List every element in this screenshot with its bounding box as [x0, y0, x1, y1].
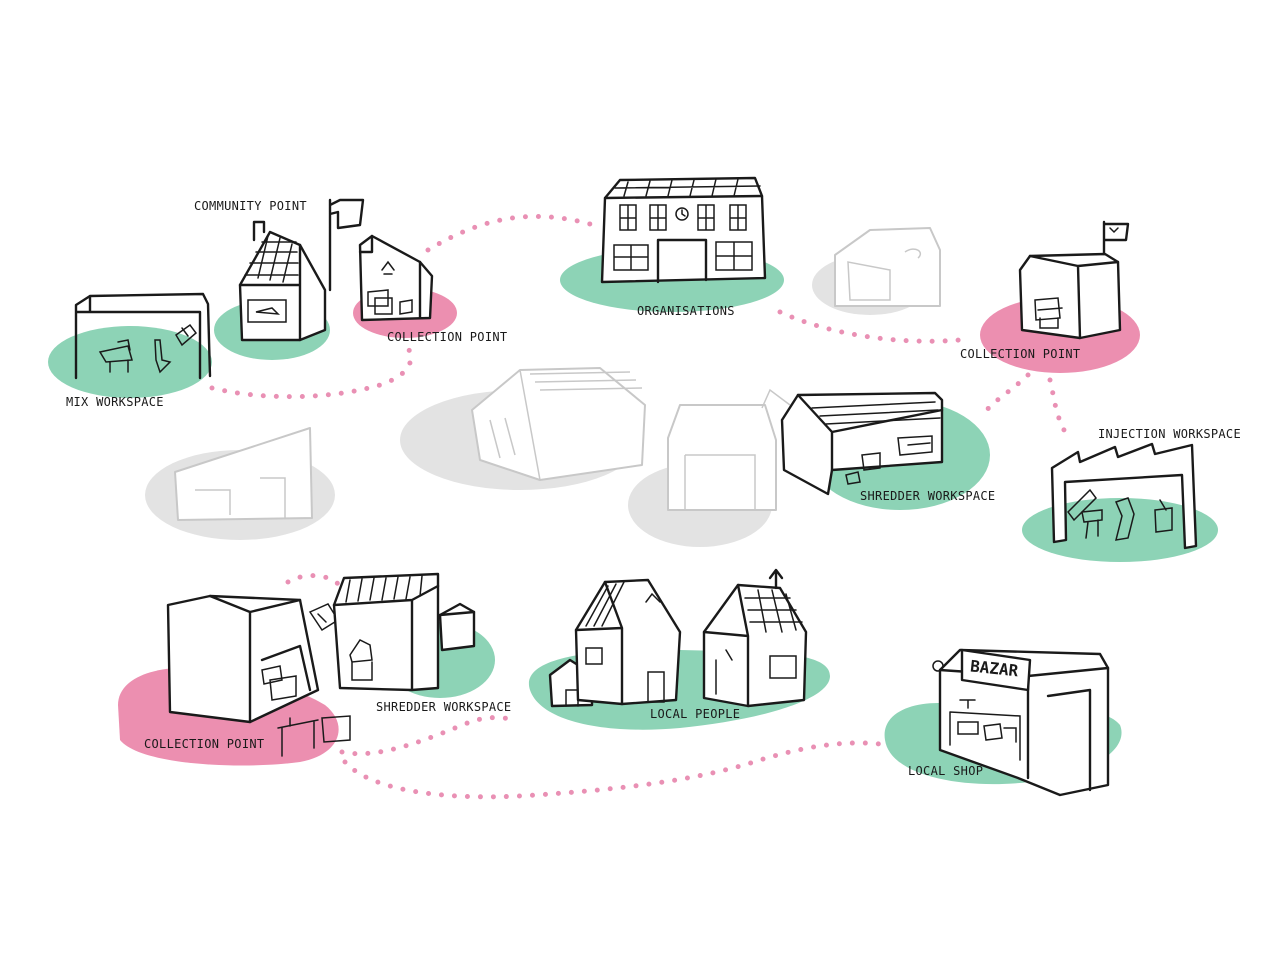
shredder-machine-bottom	[349, 639, 373, 681]
shredder-roof-lines-mid	[811, 401, 941, 425]
mix-machine-2	[154, 339, 172, 374]
collection-box-small-bl	[321, 715, 351, 743]
local-house-2-roof-tiles	[744, 589, 803, 633]
mix-workspace-frame	[74, 292, 212, 380]
ghost-shed-left	[174, 427, 313, 521]
shredder-workspace-bottom: SHREDDER WORKSPACE	[308, 572, 511, 714]
ghost-factory	[834, 227, 941, 307]
label-mix-workspace: MIX WORKSPACE	[66, 395, 164, 409]
collection-shed-tr	[1018, 252, 1122, 340]
injection-machine-3	[1154, 499, 1173, 533]
label-shredder-workspace-bottom: SHREDDER WORKSPACE	[376, 700, 511, 714]
organisations-lower-windows	[613, 241, 753, 271]
ghost-building-flag	[667, 404, 777, 511]
shop-building	[938, 648, 1110, 797]
bazar-sign: BAZAR	[969, 656, 1019, 680]
collection-point-top-left: COLLECTION POINT	[353, 234, 507, 344]
organisations-roof-lines	[614, 178, 761, 197]
connection-paths	[209, 213, 1073, 800]
shop-goods	[957, 721, 1017, 743]
collection-point-bottom-left: COLLECTION POINT	[118, 594, 351, 766]
mix-shelf	[175, 323, 198, 347]
local-people: LOCAL PEOPLE	[528, 568, 830, 730]
collection-boxes-tr	[1034, 297, 1063, 329]
injection-machine-1	[1067, 488, 1103, 539]
label-organisations: ORGANISATIONS	[637, 304, 735, 318]
injection-workspace: INJECTION WORKSPACE	[1022, 427, 1241, 562]
recycle-icon-tr	[1109, 227, 1119, 234]
collection-point-top-right: COLLECTION POINT	[960, 220, 1140, 373]
collection-table-bl	[277, 717, 319, 757]
chimney-icon-house-2	[768, 568, 784, 590]
ghost-buildings	[145, 227, 941, 547]
flag-icon	[328, 198, 365, 292]
path-mix-to-collection	[209, 345, 414, 400]
mix-machine-1	[98, 339, 133, 373]
shredder-workspace-middle: SHREDDER WORKSPACE	[780, 391, 995, 510]
local-shop: BAZAR LOCAL SHOP	[884, 648, 1122, 797]
path-collection-right-to-injection	[1047, 377, 1073, 443]
bazar-sign-board	[960, 648, 1032, 692]
recycle-icon	[381, 260, 395, 275]
shop-counter	[949, 699, 1021, 761]
organisations: ORGANISATIONS	[560, 176, 784, 318]
label-shredder-workspace-mid: SHREDDER WORKSPACE	[860, 489, 995, 503]
label-collection-point-tr: COLLECTION POINT	[960, 347, 1080, 361]
label-collection-point-tl: COLLECTION POINT	[387, 330, 507, 344]
shredder-machines-mid	[845, 435, 933, 485]
label-collection-point-bl: COLLECTION POINT	[144, 737, 264, 751]
organisations-windows	[619, 204, 747, 231]
shop-lamp-icon	[932, 660, 944, 672]
organisations-door	[656, 238, 708, 284]
community-window	[247, 299, 287, 323]
path-collection-to-local-shop	[342, 740, 883, 800]
green-blob-injection	[1022, 498, 1218, 562]
path-collection-right-down	[982, 372, 1031, 415]
clock-icon	[675, 207, 689, 221]
mix-workspace	[48, 292, 212, 398]
path-collection-to-local-people	[339, 715, 521, 757]
injection-sawtooth-roof	[1050, 442, 1198, 550]
community-point: COMMUNITY POINT	[194, 198, 365, 360]
path-organisations-to-collection-right	[777, 309, 963, 344]
label-injection-workspace: INJECTION WORKSPACE	[1098, 427, 1241, 441]
local-house-1-details	[585, 592, 665, 703]
ghost-barn-center	[471, 367, 646, 481]
path-bottom-left-top	[285, 573, 343, 589]
green-blob-mix	[48, 326, 212, 398]
local-house-2	[702, 583, 808, 708]
label-community-point: COMMUNITY POINT	[194, 199, 307, 213]
path-collection-to-organisations	[425, 213, 593, 253]
injection-machine-2	[1114, 497, 1135, 541]
label-local-people: LOCAL PEOPLE	[650, 707, 740, 721]
flag-icon-tr	[1102, 220, 1130, 256]
shredder-crate-bottom	[438, 602, 476, 652]
collection-boxes-tl	[367, 289, 413, 315]
shredder-roof-lines-bottom	[345, 575, 423, 603]
chimney-icon	[252, 220, 266, 242]
label-local-shop: LOCAL SHOP	[908, 764, 983, 778]
local-house-2-details	[715, 649, 797, 695]
local-house-1-roof	[585, 581, 625, 627]
shredder-shed-bottom	[332, 572, 440, 692]
collection-boxes-bl	[261, 665, 297, 701]
community-roof-tiles	[244, 235, 299, 283]
